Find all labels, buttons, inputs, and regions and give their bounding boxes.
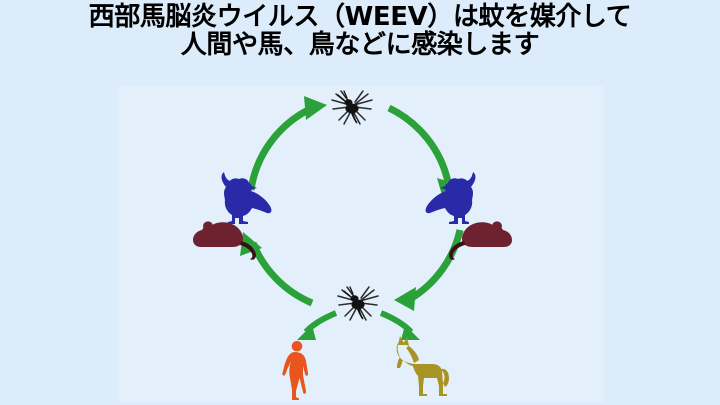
arrow-birdleft-to-mosquitotop: [247, 96, 327, 191]
node-bird-right: [425, 172, 476, 224]
arrow-mosquitobottom-to-birdleft: [240, 232, 314, 307]
node-horse: [396, 336, 449, 396]
arrow-mosquitobottom-to-human: [297, 310, 338, 340]
node-mosquito-top: [331, 90, 373, 125]
node-bird-left: [221, 172, 272, 224]
node-mosquito-bottom: [337, 286, 379, 321]
node-human: [282, 341, 309, 400]
arrow-mosquitobottom-to-horse: [379, 310, 420, 340]
arrow-birdright-to-mosquitobottom: [394, 229, 464, 311]
